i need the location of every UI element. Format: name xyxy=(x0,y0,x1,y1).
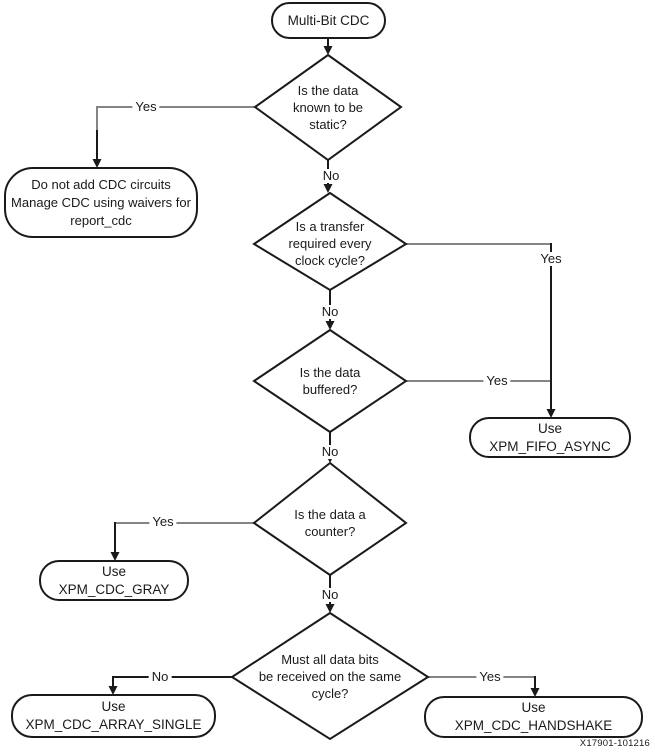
figure-id: X17901-101216 xyxy=(579,738,650,749)
edge-label-no: No xyxy=(318,588,342,602)
edge-label-no: No xyxy=(319,169,343,183)
edge-label-no: No xyxy=(148,670,172,684)
edge-label-no: No xyxy=(318,445,342,459)
result-cdc-gray-shape xyxy=(39,560,189,601)
arrowhead xyxy=(92,159,102,168)
arrowhead xyxy=(323,46,333,55)
edge-d1-yes-line xyxy=(96,106,255,131)
edge-label-yes: Yes xyxy=(537,252,565,266)
arrowhead xyxy=(108,686,118,695)
edge-label-no: No xyxy=(318,305,342,319)
arrowhead xyxy=(325,604,335,613)
decision-static-shape xyxy=(253,53,403,162)
result-fifo-async-shape xyxy=(469,417,631,458)
arrowhead xyxy=(323,184,333,193)
decision-transfer-shape xyxy=(252,191,408,292)
arrowhead xyxy=(546,409,556,418)
decision-same-cycle-shape xyxy=(230,611,430,741)
edge-label-yes: Yes xyxy=(483,374,511,388)
result-array-single-shape xyxy=(11,694,216,738)
decision-buffered-shape xyxy=(252,328,408,434)
arrowhead xyxy=(530,688,540,697)
edge-d5-no-line xyxy=(112,676,232,687)
edge-label-yes: Yes xyxy=(149,515,177,529)
arrowhead xyxy=(325,321,335,330)
result-handshake-shape xyxy=(424,696,643,738)
edge-label-yes: Yes xyxy=(476,670,504,684)
decision-counter-shape xyxy=(252,461,408,577)
arrowhead xyxy=(110,552,120,561)
edge-label-yes: Yes xyxy=(132,100,160,114)
result-no-cdc-shape xyxy=(4,167,198,238)
start-shape xyxy=(271,2,386,39)
